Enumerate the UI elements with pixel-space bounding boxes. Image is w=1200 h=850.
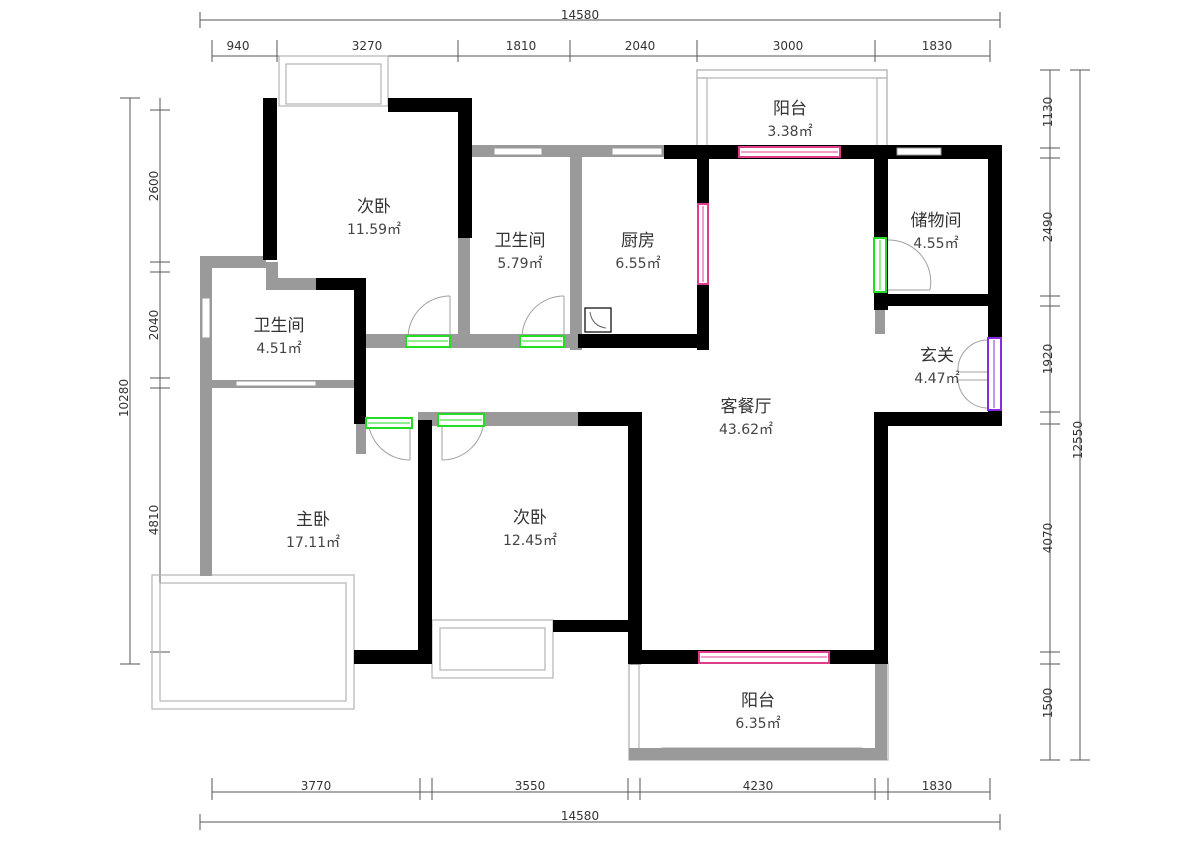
room-name-bathroom-2: 卫生间: [254, 316, 305, 336]
room-labels: 次卧 11.59㎡ 卫生间 5.79㎡ 厨房 6.55㎡ 阳台 3.38㎡ 储物…: [254, 99, 962, 732]
dimension-lines: [120, 12, 1090, 830]
dim-bottom-1: 3770: [301, 779, 332, 793]
room-area-master-bedroom: 17.11㎡: [286, 535, 340, 551]
room-name-bedroom-2a: 次卧: [357, 197, 391, 217]
room-area-living-dining: 43.62㎡: [719, 422, 773, 438]
dim-left-2: 2040: [147, 310, 161, 341]
dim-right-2: 2490: [1041, 212, 1055, 243]
room-name-balcony-top: 阳台: [773, 99, 807, 119]
dim-top-2: 3270: [352, 39, 383, 53]
room-area-balcony-top: 3.38㎡: [767, 124, 812, 140]
dim-top-1: 940: [227, 39, 250, 53]
dim-bottom-2: 3550: [515, 779, 546, 793]
windows: [201, 147, 942, 387]
doors: [367, 239, 989, 461]
window-markers: [697, 146, 1002, 664]
dim-top-6: 1830: [922, 39, 953, 53]
dim-top-3: 1810: [506, 39, 537, 53]
room-area-kitchen: 6.55㎡: [615, 256, 660, 272]
dim-top-total: 14580: [561, 8, 599, 22]
dim-top-4: 2040: [625, 39, 656, 53]
room-name-bedroom-2b: 次卧: [513, 508, 547, 528]
room-name-entrance: 玄关: [920, 346, 954, 366]
dim-bottom-3: 4230: [743, 779, 774, 793]
room-area-bathroom-1: 5.79㎡: [497, 256, 542, 272]
room-area-entrance: 4.47㎡: [914, 371, 959, 387]
dim-right-5: 1500: [1041, 688, 1055, 719]
fixture-icon: [584, 307, 612, 333]
dim-right-total: 12550: [1071, 421, 1085, 459]
room-area-balcony-bottom: 6.35㎡: [735, 716, 780, 732]
dim-bottom-total: 14580: [561, 809, 599, 823]
dim-right-4: 4070: [1041, 523, 1055, 554]
room-name-storage: 储物间: [911, 211, 962, 231]
load-bearing-walls: [263, 98, 1002, 664]
room-area-storage: 4.55㎡: [913, 236, 958, 252]
room-name-balcony-bottom: 阳台: [741, 691, 775, 711]
room-area-bedroom-2a: 11.59㎡: [347, 222, 401, 238]
room-name-living-dining: 客餐厅: [721, 397, 772, 417]
room-name-kitchen: 厨房: [621, 231, 655, 251]
room-name-bathroom-1: 卫生间: [495, 231, 546, 251]
dimension-labels: 14580 940 3270 1810 2040 3000 1830 3770 …: [117, 8, 1085, 823]
dim-right-3: 1920: [1041, 344, 1055, 375]
room-area-bedroom-2b: 12.45㎡: [503, 533, 557, 549]
dim-right-1: 1130: [1041, 97, 1055, 128]
door-markers: [365, 237, 887, 429]
dim-left-1: 2600: [147, 171, 161, 202]
dim-left-3: 4810: [147, 505, 161, 536]
room-area-bathroom-2: 4.51㎡: [256, 341, 301, 357]
dim-left-total: 10280: [117, 379, 131, 417]
dim-top-5: 3000: [773, 39, 804, 53]
dim-bottom-4: 1830: [922, 779, 953, 793]
room-name-master-bedroom: 主卧: [296, 510, 330, 530]
